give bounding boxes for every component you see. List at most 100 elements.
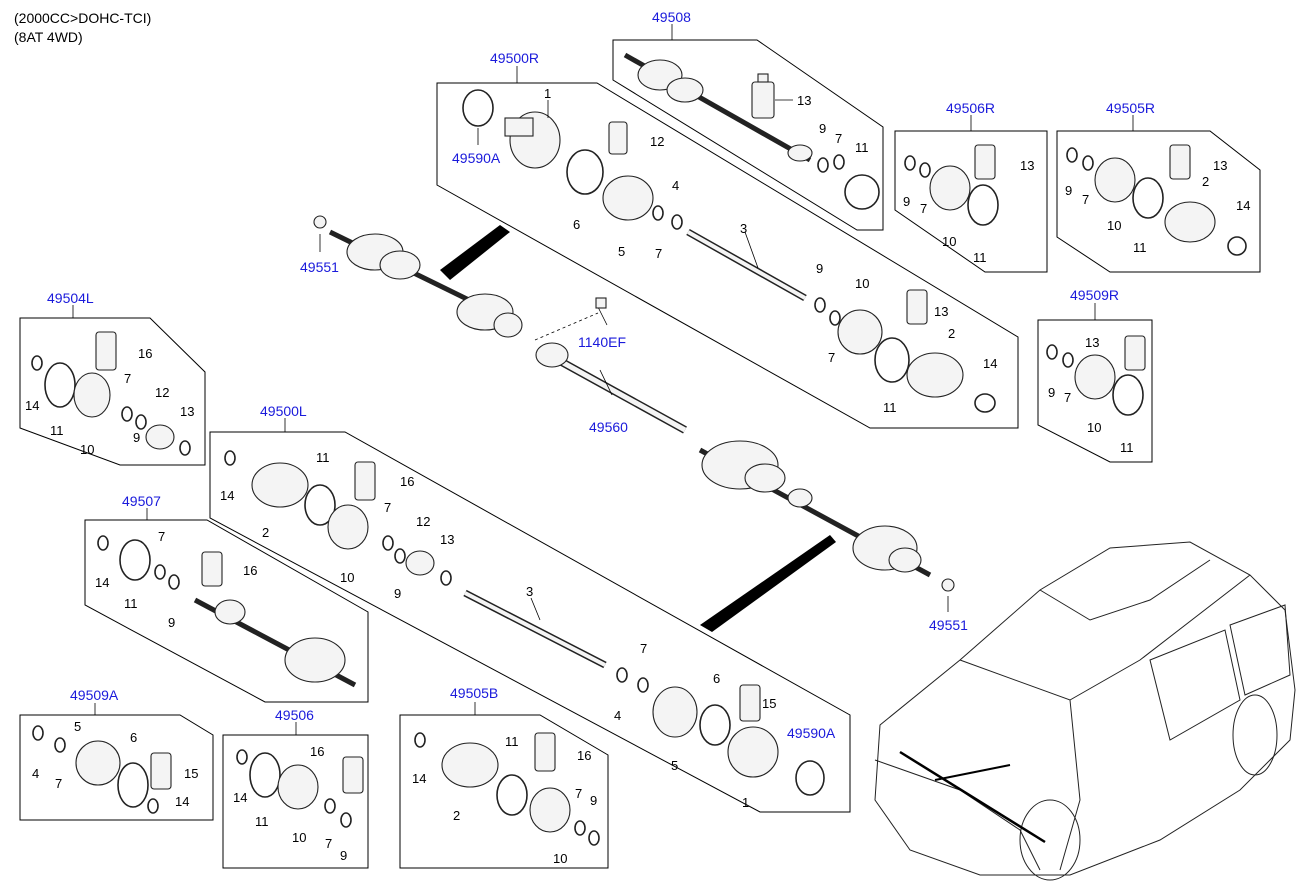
part-link-49551-top[interactable]: 49551 xyxy=(300,259,339,275)
callout-7: 7 xyxy=(325,836,332,851)
callout-14: 14 xyxy=(233,790,247,805)
callout-11: 11 xyxy=(255,814,269,829)
part-link-49500L[interactable]: 49500L xyxy=(260,403,307,419)
callout-10: 10 xyxy=(292,830,306,845)
callout-12: 12 xyxy=(155,385,169,400)
callout-7: 7 xyxy=(124,371,131,386)
callout-16: 16 xyxy=(400,474,414,489)
callout-6: 6 xyxy=(713,671,720,686)
callout-14: 14 xyxy=(95,575,109,590)
leader-lines xyxy=(72,24,1134,735)
callout-10: 10 xyxy=(340,570,354,585)
callout-7: 7 xyxy=(575,786,582,801)
callout-10: 10 xyxy=(942,234,956,249)
callout-10: 10 xyxy=(1087,420,1101,435)
callout-4: 4 xyxy=(32,766,39,781)
callout-15: 15 xyxy=(762,696,776,711)
callout-14: 14 xyxy=(983,356,997,371)
kit-49505B-parts xyxy=(414,732,600,846)
part-link-49508[interactable]: 49508 xyxy=(652,9,691,25)
part-link-49560[interactable]: 49560 xyxy=(589,419,628,435)
part-link-49590A-top[interactable]: 49590A xyxy=(452,150,501,166)
part-link-49507[interactable]: 49507 xyxy=(122,493,161,509)
shaft-49500R-parts xyxy=(462,89,996,413)
part-link-49506R[interactable]: 49506R xyxy=(946,100,995,116)
callout-9: 9 xyxy=(1048,385,1055,400)
callout-2: 2 xyxy=(1202,174,1209,189)
callout-10: 10 xyxy=(553,851,567,866)
callout-11: 11 xyxy=(1120,440,1134,455)
front-drive-shaft-assembly xyxy=(313,215,955,632)
callout-14: 14 xyxy=(412,771,426,786)
callout-11: 11 xyxy=(883,400,897,415)
group-box-49506R xyxy=(894,130,1048,273)
callout-10: 10 xyxy=(855,276,869,291)
callout-15: 15 xyxy=(184,766,198,781)
callout-13: 13 xyxy=(797,93,811,108)
part-link-49504L[interactable]: 49504L xyxy=(47,290,94,306)
callout-7: 7 xyxy=(158,529,165,544)
callout-14: 14 xyxy=(175,794,189,809)
engine-spec-label: (2000CC>DOHC-TCI) xyxy=(14,10,152,26)
callout-12: 12 xyxy=(650,134,664,149)
part-link-1140EF[interactable]: 1140EF xyxy=(578,334,626,350)
callout-2: 2 xyxy=(453,808,460,823)
callout-13: 13 xyxy=(1020,158,1034,173)
callout-9: 9 xyxy=(816,261,823,276)
callout-16: 16 xyxy=(138,346,152,361)
kit-49506R-parts xyxy=(904,144,999,226)
callout-1: 1 xyxy=(742,795,749,810)
callout-13: 13 xyxy=(440,532,454,547)
callout-11: 11 xyxy=(973,250,987,265)
group-box-49500R xyxy=(436,82,1019,429)
kit-49509A-parts xyxy=(32,725,172,814)
callout-9: 9 xyxy=(168,615,175,630)
kit-49505R-parts xyxy=(1066,144,1247,256)
callout-14: 14 xyxy=(25,398,39,413)
callout-4: 4 xyxy=(614,708,621,723)
callout-9: 9 xyxy=(819,121,826,136)
callout-9: 9 xyxy=(590,793,597,808)
callout-7: 7 xyxy=(828,350,835,365)
group-box-49505R xyxy=(1056,130,1261,273)
part-link-49506[interactable]: 49506 xyxy=(275,707,314,723)
shaft-49507-parts xyxy=(97,535,357,688)
group-box-49509A xyxy=(19,714,214,821)
group-box-49504L xyxy=(19,317,206,466)
part-link-49509A[interactable]: 49509A xyxy=(70,687,119,703)
callout-7: 7 xyxy=(655,246,662,261)
callout-7: 7 xyxy=(384,500,391,515)
callout-11: 11 xyxy=(124,596,138,611)
part-link-49590A-bottom[interactable]: 49590A xyxy=(787,725,836,741)
group-box-49500L xyxy=(209,431,851,813)
part-link-49551-bottom[interactable]: 49551 xyxy=(929,617,968,633)
part-link-49500R[interactable]: 49500R xyxy=(490,50,539,66)
callout-13: 13 xyxy=(1085,335,1099,350)
callout-7: 7 xyxy=(55,776,62,791)
group-box-49507 xyxy=(84,519,369,703)
callout-6: 6 xyxy=(130,730,137,745)
callout-11: 11 xyxy=(316,450,330,465)
callout-7: 7 xyxy=(1082,192,1089,207)
callout-16: 16 xyxy=(577,748,591,763)
callout-11: 11 xyxy=(505,734,519,749)
callout-7: 7 xyxy=(920,201,927,216)
shaft-49500L-parts xyxy=(224,450,825,796)
callout-9: 9 xyxy=(1065,183,1072,198)
callout-10: 10 xyxy=(80,442,94,457)
callout-4: 4 xyxy=(672,178,679,193)
transmission-spec-label: (8AT 4WD) xyxy=(14,29,83,45)
part-link-49505B[interactable]: 49505B xyxy=(450,685,498,701)
group-box-49509R xyxy=(1037,319,1153,463)
kit-49504L-parts xyxy=(31,331,191,456)
part-link-49509R[interactable]: 49509R xyxy=(1070,287,1119,303)
callout-13: 13 xyxy=(180,404,194,419)
callout-5: 5 xyxy=(618,244,625,259)
callout-7: 7 xyxy=(835,131,842,146)
group-box-49506 xyxy=(222,734,369,869)
callout-6: 6 xyxy=(573,217,580,232)
part-link-49505R[interactable]: 49505R xyxy=(1106,100,1155,116)
callout-7: 7 xyxy=(1064,390,1071,405)
vehicle-location-illustration xyxy=(874,541,1296,881)
